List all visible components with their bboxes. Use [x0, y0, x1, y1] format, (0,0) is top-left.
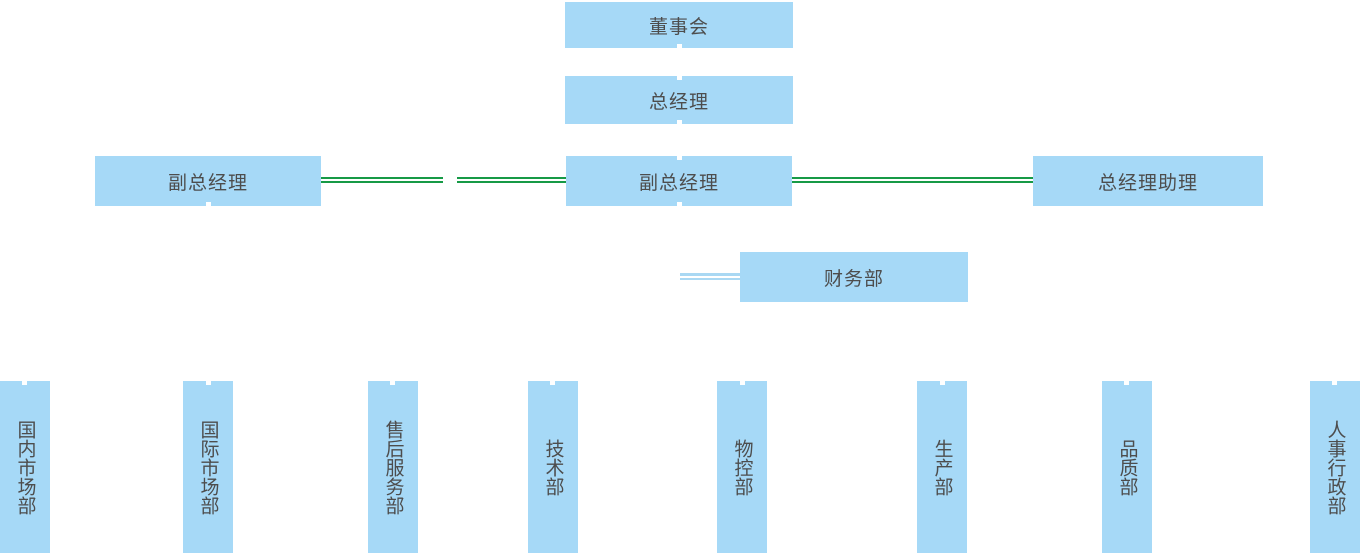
notch-dept-4-top [550, 381, 555, 385]
notch-gm-top [677, 76, 682, 80]
node-gm-assistant-label: 总经理助理 [1097, 172, 1198, 194]
node-dept-international-market-label: 国际市场部 [197, 419, 219, 515]
node-dept-hr-admin-label: 人事行政部 [1324, 419, 1346, 515]
node-gm-assistant: 总经理助理 [1033, 156, 1263, 206]
node-dept-material-control: 物控部 [717, 381, 767, 553]
node-dept-production: 生产部 [917, 381, 967, 553]
connector-green-left-a [321, 177, 443, 183]
node-dept-domestic-market: 国内市场部 [0, 381, 50, 553]
connector-green-left-b [457, 177, 566, 183]
node-dept-material-control-label: 物控部 [731, 438, 753, 496]
notch-dept-8-top [1332, 381, 1337, 385]
node-board-label: 董事会 [648, 16, 709, 38]
node-dept-international-market: 国际市场部 [183, 381, 233, 553]
node-deputy-gm-center-label: 副总经理 [638, 172, 719, 194]
node-deputy-gm-left: 副总经理 [95, 156, 321, 206]
connector-green-right [792, 177, 1033, 183]
node-dept-after-sales-label: 售后服务部 [382, 419, 404, 515]
node-dept-production-label: 生产部 [931, 438, 953, 496]
notch-deputy-left-bottom [206, 202, 211, 206]
node-board: 董事会 [565, 2, 793, 48]
node-deputy-gm-left-label: 副总经理 [167, 172, 248, 194]
node-dept-after-sales: 售后服务部 [368, 381, 418, 553]
node-dept-domestic-market-label: 国内市场部 [14, 419, 36, 515]
notch-board-bottom [677, 44, 682, 48]
node-general-manager-label: 总经理 [648, 91, 709, 113]
notch-dept-3-top [390, 381, 395, 385]
notch-dept-6-top [940, 381, 945, 385]
node-dept-quality: 品质部 [1102, 381, 1152, 553]
node-finance-label: 财务部 [823, 268, 884, 290]
notch-dept-7-top [1124, 381, 1129, 385]
node-dept-quality-label: 品质部 [1116, 438, 1138, 496]
notch-deputy-center-top [677, 156, 682, 160]
node-dept-technology: 技术部 [528, 381, 578, 553]
connector-blue-finance [680, 273, 740, 280]
node-deputy-gm-center: 副总经理 [566, 156, 792, 206]
node-finance: 财务部 [740, 252, 968, 302]
node-dept-hr-admin: 人事行政部 [1310, 381, 1360, 553]
notch-dept-1-top [22, 381, 27, 385]
node-dept-technology-label: 技术部 [542, 438, 564, 496]
notch-dept-2-top [206, 381, 211, 385]
notch-deputy-center-bottom [677, 202, 682, 206]
node-general-manager: 总经理 [565, 76, 793, 124]
notch-gm-bottom [677, 120, 682, 124]
notch-dept-5-top [740, 381, 745, 385]
